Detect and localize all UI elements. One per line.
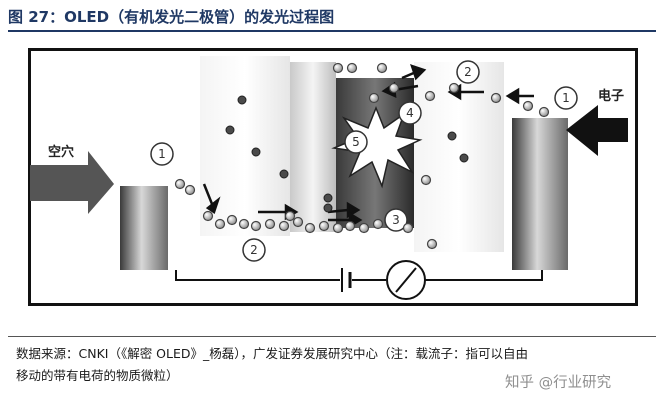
svg-text:2: 2: [464, 65, 472, 79]
electron-inflow-arrow: [566, 105, 628, 156]
svg-text:3: 3: [392, 213, 400, 227]
electron-label: 电子: [598, 88, 624, 104]
source-divider: [8, 336, 656, 337]
svg-text:5: 5: [352, 135, 360, 149]
svg-text:1: 1: [158, 147, 166, 161]
source-note: 数据来源：CNKI（《解密 OLED》_杨磊），广发证券发展研究中心（注：载流子…: [16, 343, 656, 387]
step-marker-5: 5: [344, 130, 368, 154]
oled-emission-diagram: 空穴 电子 1 2 3 4 5 2 1: [30, 56, 628, 300]
anode-layer: [120, 186, 168, 270]
hole-inflow-arrow: [30, 151, 114, 214]
svg-text:2: 2: [250, 243, 258, 257]
step-marker-2-left: 2: [242, 238, 266, 262]
electron-carriers: [332, 62, 550, 250]
holes: [174, 178, 414, 234]
source-line-1: 数据来源：CNKI（《解密 OLED》_杨磊），广发证券发展研究中心（注：载流子…: [16, 346, 529, 361]
circuit-wire: [175, 270, 340, 281]
svg-text:1: 1: [562, 91, 570, 105]
electrons: [225, 95, 469, 213]
source-line-2: 移动的带有电荷的物质微粒）: [16, 368, 179, 383]
step-marker-3: 3: [384, 208, 408, 232]
figure-title: 图 27：OLED（有机发光二极管）的发光过程图: [8, 7, 335, 26]
cathode-layer: [512, 118, 568, 270]
title-divider: [8, 30, 656, 32]
hole-label: 空穴: [48, 144, 74, 160]
step-marker-4: 4: [398, 101, 422, 125]
step-marker-1-left: 1: [150, 142, 174, 166]
meter-needle: [395, 267, 417, 293]
step-marker-1-right: 1: [554, 86, 578, 110]
svg-text:4: 4: [406, 106, 414, 120]
step-marker-2-right: 2: [456, 60, 480, 84]
watermark: 知乎 @行业研究: [505, 375, 612, 391]
circuit-wire-cathode: [425, 270, 543, 281]
